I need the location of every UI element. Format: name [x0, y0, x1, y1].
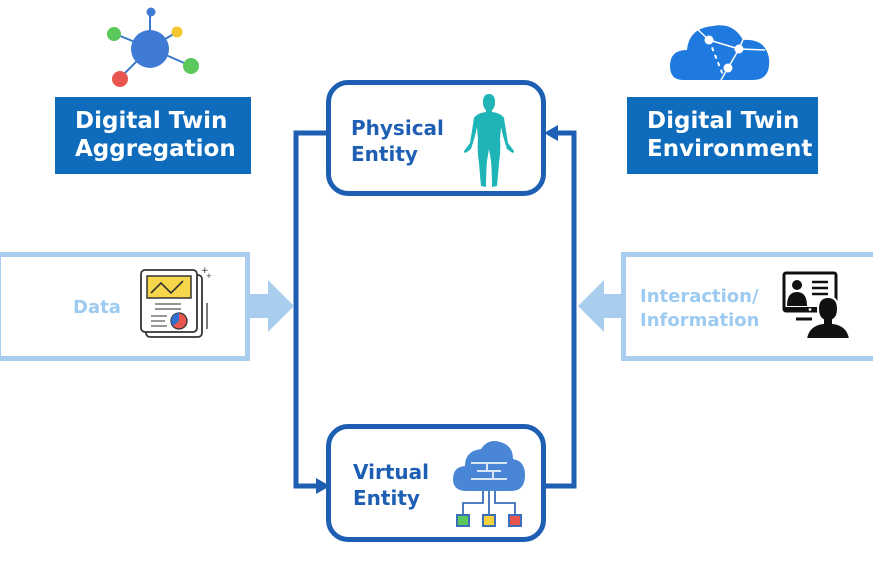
arrowhead-to-virtual: [316, 478, 330, 494]
report-chart-icon: + +: [140, 266, 212, 338]
user-monitor-icon: [782, 271, 852, 340]
interaction-label: Interaction/ Information: [640, 285, 759, 333]
physical-entity-box: Physical Entity: [326, 80, 546, 196]
aggregation-title: Digital Twin Aggregation: [55, 97, 251, 174]
virtual-entity-label-line2: Entity: [353, 486, 420, 510]
physical-entity-label-line2: Entity: [351, 142, 418, 166]
physical-entity-label-line1: Physical: [351, 116, 444, 140]
interaction-label-line2: Information: [640, 310, 760, 331]
environment-title: Digital Twin Environment: [627, 97, 818, 174]
cloud-hierarchy-icon: [453, 441, 525, 527]
svg-text:+: +: [206, 272, 212, 280]
svg-text:+: +: [201, 266, 209, 276]
interaction-box: Interaction/ Information: [621, 252, 873, 361]
physical-entity-label: Physical Entity: [351, 115, 444, 167]
virtual-entity-label: Virtual Entity: [353, 459, 429, 511]
virtual-entity-label-line1: Virtual: [353, 460, 429, 484]
data-label: Data: [73, 296, 121, 320]
human-body-icon: [464, 94, 514, 187]
interaction-label-line1: Interaction/: [640, 286, 759, 307]
environment-title-line2: Environment: [647, 136, 813, 162]
network-hub-icon: [107, 7, 199, 87]
aggregation-title-line1: Digital Twin: [75, 108, 228, 134]
arrowhead-to-physical: [544, 125, 558, 141]
virtual-entity-box: Virtual Entity: [326, 424, 546, 542]
connector-right: [543, 130, 577, 489]
data-box: Data + +: [0, 252, 250, 361]
data-arrow: [248, 280, 294, 332]
cloud-network-icon: [670, 25, 770, 81]
data-label-text: Data: [73, 297, 121, 318]
aggregation-title-line2: Aggregation: [75, 136, 236, 162]
interaction-arrow: [578, 280, 624, 332]
connector-left: [293, 130, 330, 489]
environment-title-line1: Digital Twin: [647, 108, 800, 134]
